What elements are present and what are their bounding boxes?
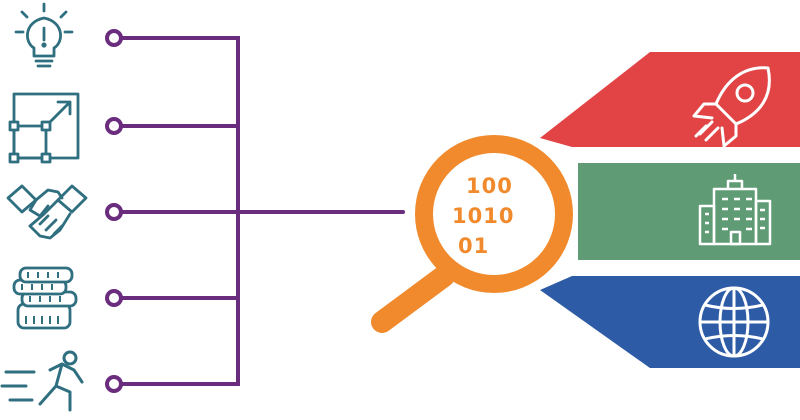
binary-line-2: 1010 (452, 204, 514, 228)
banner-green (578, 163, 800, 260)
lightbulb-icon (14, 2, 74, 68)
connector-lines (120, 36, 405, 386)
binary-line-3: 01 (458, 234, 489, 258)
office-building-icon (698, 174, 772, 246)
coin-stack-icon (12, 266, 78, 330)
expand-arrow-square-icon (8, 92, 80, 164)
globe-icon (698, 286, 770, 358)
handshake-icon (6, 184, 88, 240)
banner-red (540, 52, 800, 147)
connector-endpoints (105, 29, 123, 393)
binary-line-1: 100 (466, 174, 513, 198)
running-person-icon (0, 350, 84, 412)
rocket-icon (692, 66, 771, 148)
magnifying-glass-icon (371, 135, 573, 333)
